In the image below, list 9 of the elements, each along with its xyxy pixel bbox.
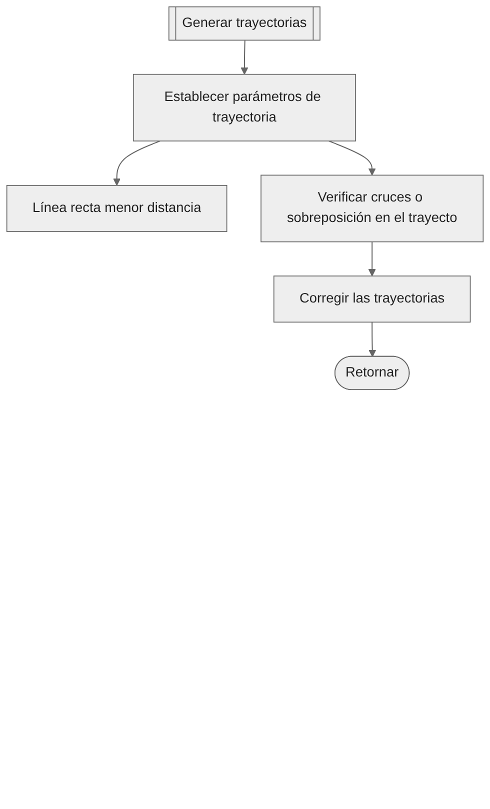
arrow	[328, 140, 376, 176]
node-box: Verificar cruces o sobreposición en el trayecto	[260, 174, 484, 242]
node-box: Corregir las trayectorias	[273, 276, 471, 323]
arrow	[368, 322, 376, 358]
arrow	[368, 242, 376, 276]
arrow	[240, 40, 248, 75]
node-box: Línea recta menor distancia	[6, 184, 228, 232]
node-box: Establecer parámetros de trayectoria	[132, 74, 356, 142]
arrow	[113, 140, 160, 186]
